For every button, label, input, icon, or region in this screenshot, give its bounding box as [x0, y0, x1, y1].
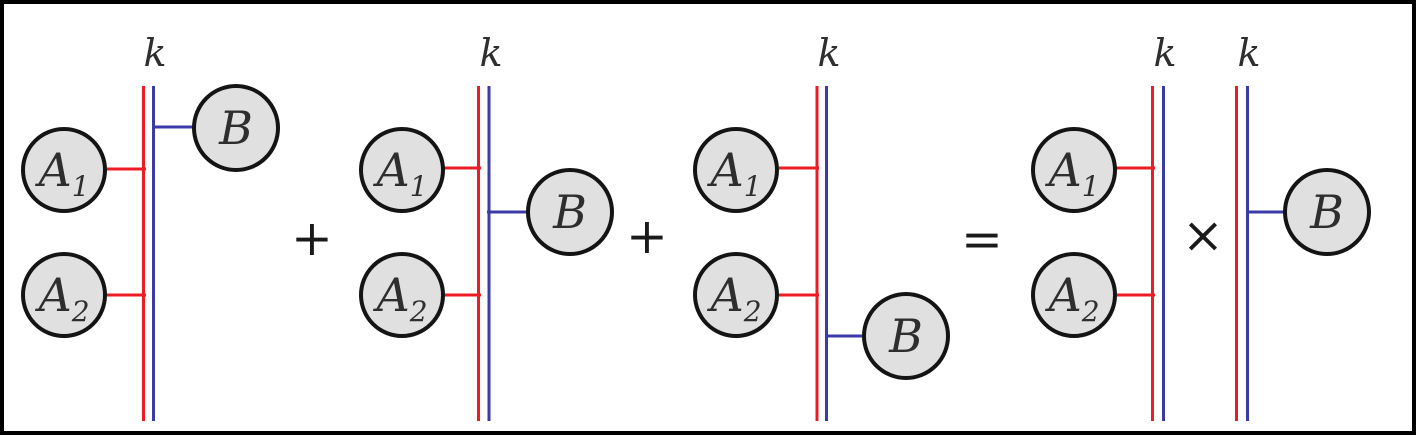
node-b-label: B	[1309, 185, 1344, 239]
node-a2	[693, 252, 779, 338]
node-a2-label: A2	[34, 268, 89, 328]
node-a1-subscript: 1	[744, 170, 762, 203]
operator-plus-1: +	[291, 209, 333, 267]
node-a2	[21, 252, 107, 338]
node-b	[862, 292, 950, 380]
node-a1	[1031, 127, 1117, 213]
operator-equals: =	[961, 210, 1003, 268]
node-a1-label: A1	[706, 143, 761, 203]
node-a1-base: A	[34, 143, 71, 197]
node-a1-label: A1	[372, 143, 427, 203]
rhs-a-factor: k A1 A2	[1031, 31, 1177, 421]
node-a2-subscript: 2	[409, 295, 428, 328]
node-b-label: B	[218, 101, 253, 155]
bond-dimension-label: k	[143, 31, 166, 75]
bond-dimension-label: k	[1237, 31, 1260, 75]
node-a2-subscript: 2	[1081, 295, 1100, 328]
node-a2-subscript: 2	[743, 295, 762, 328]
node-b	[192, 84, 280, 172]
node-a1-label: A1	[1044, 143, 1099, 203]
operator-times: ×	[1182, 206, 1224, 264]
node-a1-base: A	[372, 143, 409, 197]
node-a1-subscript: 1	[410, 170, 428, 203]
node-a2-base: A	[706, 268, 743, 322]
term-b-bottom: k A1 A2 B	[693, 31, 950, 421]
node-a2-label: A2	[372, 268, 427, 328]
operator-plus-2: +	[626, 207, 668, 265]
node-a1	[693, 127, 779, 213]
node-b	[1283, 168, 1371, 256]
bond-dimension-label: k	[479, 31, 502, 75]
node-a1-label: A1	[34, 143, 89, 203]
node-a1-base: A	[706, 143, 743, 197]
node-a1	[21, 127, 107, 213]
node-a2-label: A2	[706, 268, 761, 328]
node-a1-subscript: 1	[72, 170, 90, 203]
rhs-b-factor: k B	[1235, 31, 1371, 421]
node-a2-base: A	[372, 268, 409, 322]
node-a2	[359, 252, 445, 338]
node-a2-subscript: 2	[71, 295, 90, 328]
node-a1	[359, 127, 445, 213]
term-b-top: k A1 A2 B	[21, 31, 280, 421]
bond-dimension-label: k	[817, 31, 840, 75]
node-a2-base: A	[1044, 268, 1081, 322]
node-b	[526, 168, 614, 256]
node-a2-label: A2	[1044, 268, 1099, 328]
node-b-label: B	[552, 185, 587, 239]
node-a1-base: A	[1044, 143, 1081, 197]
node-a2-base: A	[34, 268, 71, 322]
node-a2	[1031, 252, 1117, 338]
node-a1-subscript: 1	[1082, 170, 1100, 203]
bond-dimension-label: k	[1153, 31, 1176, 75]
term-b-middle: k A1 A2 B	[359, 31, 614, 421]
node-b-label: B	[888, 309, 923, 363]
